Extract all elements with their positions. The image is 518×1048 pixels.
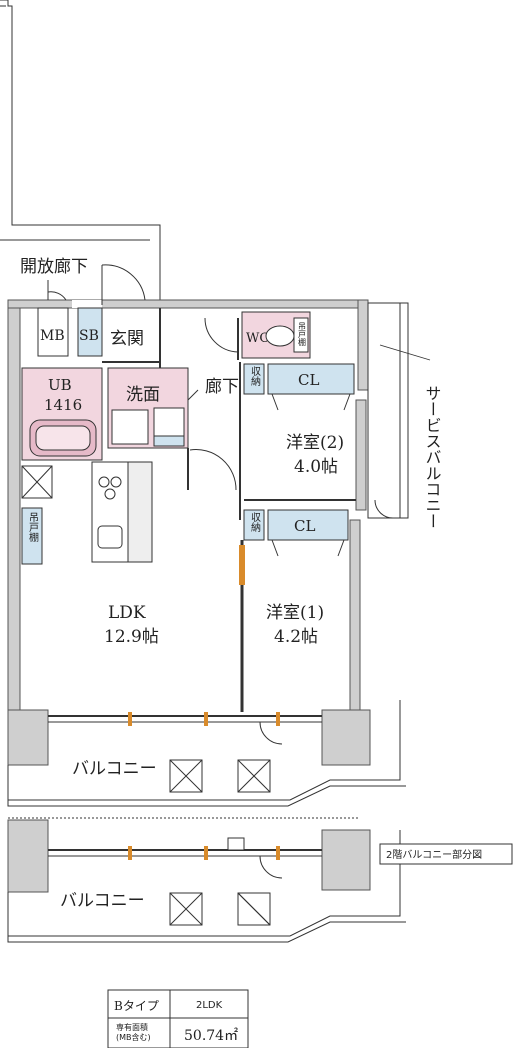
ub-label: UB (48, 376, 72, 394)
room2-name: 洋室(2) (286, 433, 344, 453)
floor2-balcony: バルコニー 2階バルコニー部分図 (7, 817, 513, 943)
sb-label: SB (79, 328, 99, 344)
mb-label: MB (40, 328, 65, 344)
mb-sb-entrance: MB SB 玄関 (37, 307, 161, 370)
floor2-note-label: 2階バルコニー部分図 (386, 848, 482, 861)
wc-cabinet-label: 吊戸棚 (298, 322, 307, 347)
kitchen: 吊戸棚 (21, 461, 153, 565)
area-value: 50.74㎡ (184, 1028, 238, 1044)
cl1-label: CL (298, 371, 319, 389)
ldk-size: 12.9帖 (104, 627, 159, 647)
cl2-label: CL (294, 517, 315, 535)
outer-walls (7, 299, 371, 766)
room1-name: 洋室(1) (266, 603, 324, 623)
service-balcony-area: サービスバルコニー (367, 302, 442, 529)
balcony1: バルコニー (7, 700, 406, 807)
storage1-label: 収納 (249, 366, 261, 387)
hallway-label: 廊下 (205, 377, 239, 397)
wc-label: WC (246, 331, 269, 346)
storage2-label: 収納 (249, 512, 261, 533)
area-label-line1: 専有面積 (116, 1022, 148, 1032)
room1-size: 4.2帖 (274, 627, 318, 647)
corridor-outline (0, 0, 161, 300)
bathroom: UB 1416 (21, 367, 103, 461)
window-markers (128, 712, 280, 726)
kitchen-cabinet-label: 吊戸棚 (27, 512, 39, 543)
service-balcony-label: サービスバルコニー (423, 385, 442, 529)
wc-room: WC 吊戸棚 (204, 311, 311, 360)
ub-size-label: 1416 (44, 396, 82, 414)
washroom-label: 洗面 (126, 385, 160, 405)
layout-label: 2LDK (196, 1000, 223, 1011)
spec-table: Bタイプ 2LDK 専有面積 (MB含む) 50.74㎡ (107, 989, 249, 1048)
room2-size: 4.0帖 (294, 457, 338, 477)
entrance-door-swing (101, 264, 146, 301)
balcony2-label: バルコニー (60, 891, 145, 911)
type-label: Bタイプ (114, 999, 159, 1013)
ldk-name: LDK (108, 603, 146, 623)
room2: 洋室(2) 4.0帖 (244, 433, 394, 519)
balcony1-label: バルコニー (72, 759, 157, 779)
entrance-label: 玄関 (110, 329, 144, 349)
washroom: 洗面 (107, 367, 189, 449)
area-label-line2: (MB含む) (116, 1032, 151, 1042)
corridor-label: 開放廊下 (20, 257, 88, 277)
closet-room1: 収納 CL (243, 509, 349, 557)
closet-room2: 収納 CL (243, 363, 355, 411)
